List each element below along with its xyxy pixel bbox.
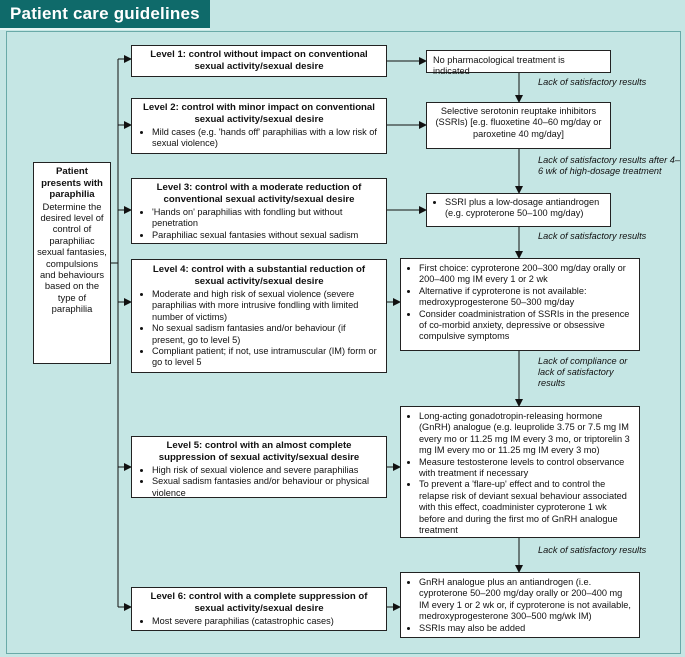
treatment-5-box: Long-acting gonadotropin-releasing hormo… xyxy=(400,406,640,538)
treatment-5-bullet: To prevent a 'flare-up' effect and to co… xyxy=(419,479,633,536)
treatment-4-bullet: First choice: cyproterone 200–300 mg/day… xyxy=(419,263,633,286)
level-3-bullets: 'Hands on' paraphilias with fondling but… xyxy=(140,207,378,241)
page-title: Patient care guidelines xyxy=(10,4,200,23)
level-2-bullets: Mild cases (e.g. 'hands off' paraphilias… xyxy=(140,127,378,150)
level-6-bullet: Most severe paraphilias (catastrophic ca… xyxy=(152,616,378,627)
transition-note-5: Lack of satisfactory results xyxy=(538,545,647,555)
diagram-frame xyxy=(6,31,681,654)
treatment-5-bullet: Long-acting gonadotropin-releasing hormo… xyxy=(419,411,633,457)
level-5-bullets: High risk of sexual violence and severe … xyxy=(140,465,378,499)
level-1-title: Level 1: control without impact on conve… xyxy=(150,49,368,72)
level-5-box: Level 5: control with an almost complete… xyxy=(131,436,387,498)
level-5-bullet: High risk of sexual violence and severe … xyxy=(152,465,378,476)
treatment-4-bullets: First choice: cyproterone 200–300 mg/day… xyxy=(407,263,633,343)
treatment-6-box: GnRH analogue plus an antiandrogen (i.e.… xyxy=(400,572,640,638)
level-4-box: Level 4: control with a substantial redu… xyxy=(131,259,387,373)
patient-heading: Patient presents with paraphilia xyxy=(41,166,103,200)
level-4-title: Level 4: control with a substantial redu… xyxy=(152,264,366,287)
level-5-title: Level 5: control with an almost complete… xyxy=(158,440,360,463)
level-6-box: Level 6: control with a complete suppres… xyxy=(131,587,387,631)
level-3-bullet: 'Hands on' paraphilias with fondling but… xyxy=(152,207,378,230)
treatment-6-bullet: GnRH analogue plus an antiandrogen (i.e.… xyxy=(419,577,633,623)
level-1-box: Level 1: control without impact on conve… xyxy=(131,45,387,77)
patient-box: Patient presents with paraphilia Determi… xyxy=(33,162,111,364)
transition-note-2: Lack of satisfactory results after 4–6 w… xyxy=(538,155,680,176)
treatment-6-bullets: GnRH analogue plus an antiandrogen (i.e.… xyxy=(407,577,633,634)
treatment-4-box: First choice: cyproterone 200–300 mg/day… xyxy=(400,258,640,351)
level-5-bullet: Sexual sadism fantasies and/or behaviour… xyxy=(152,476,378,499)
treatment-1-box: No pharmacological treatment is indicate… xyxy=(426,50,611,76)
level-4-bullets: Moderate and high risk of sexual violenc… xyxy=(140,289,378,369)
treatment-5-bullets: Long-acting gonadotropin-releasing hormo… xyxy=(407,411,633,536)
treatment-3-bullet: SSRI plus a low-dosage antiandrogen (e.g… xyxy=(445,197,604,220)
level-2-bullet: Mild cases (e.g. 'hands off' paraphilias… xyxy=(152,127,378,150)
treatment-4-bullet: Alternative if cyproterone is not availa… xyxy=(419,286,633,309)
treatment-3-bullets: SSRI plus a low-dosage antiandrogen (e.g… xyxy=(433,197,604,220)
level-6-title: Level 6: control with a complete suppres… xyxy=(150,591,368,614)
level-3-title: Level 3: control with a moderate reducti… xyxy=(156,182,362,205)
treatment-1-text: No pharmacological treatment is indicate… xyxy=(433,55,565,77)
level-4-bullet: Moderate and high risk of sexual violenc… xyxy=(152,289,378,323)
level-3-bullet: Paraphiliac sexual fantasies without sex… xyxy=(152,230,378,241)
level-4-bullet: Compliant patient; if not, use intramusc… xyxy=(152,346,378,369)
transition-note-3: Lack of satisfactory results xyxy=(538,231,647,241)
transition-note-1: Lack of satisfactory results xyxy=(538,77,647,87)
level-6-bullets: Most severe paraphilias (catastrophic ca… xyxy=(140,616,378,627)
level-2-title: Level 2: control with minor impact on co… xyxy=(143,102,375,125)
treatment-3-box: SSRI plus a low-dosage antiandrogen (e.g… xyxy=(426,193,611,227)
treatment-6-bullet: SSRIs may also be added xyxy=(419,623,633,634)
treatment-4-bullet: Consider coadministration of SSRIs in th… xyxy=(419,309,633,343)
patient-description: Determine the desired level of control o… xyxy=(37,200,107,315)
level-3-box: Level 3: control with a moderate reducti… xyxy=(131,178,387,244)
level-4-bullet: No sexual sadism fantasies and/or behavi… xyxy=(152,323,378,346)
level-2-box: Level 2: control with minor impact on co… xyxy=(131,98,387,154)
treatment-2-box: Selective serotonin reuptake inhibitors … xyxy=(426,102,611,149)
treatment-2-text: Selective serotonin reuptake inhibitors … xyxy=(435,106,602,139)
treatment-5-bullet: Measure testosterone levels to control o… xyxy=(419,457,633,480)
title-tab: Patient care guidelines xyxy=(0,0,210,30)
transition-note-4: Lack of compliance or lack of satisfacto… xyxy=(538,356,628,388)
